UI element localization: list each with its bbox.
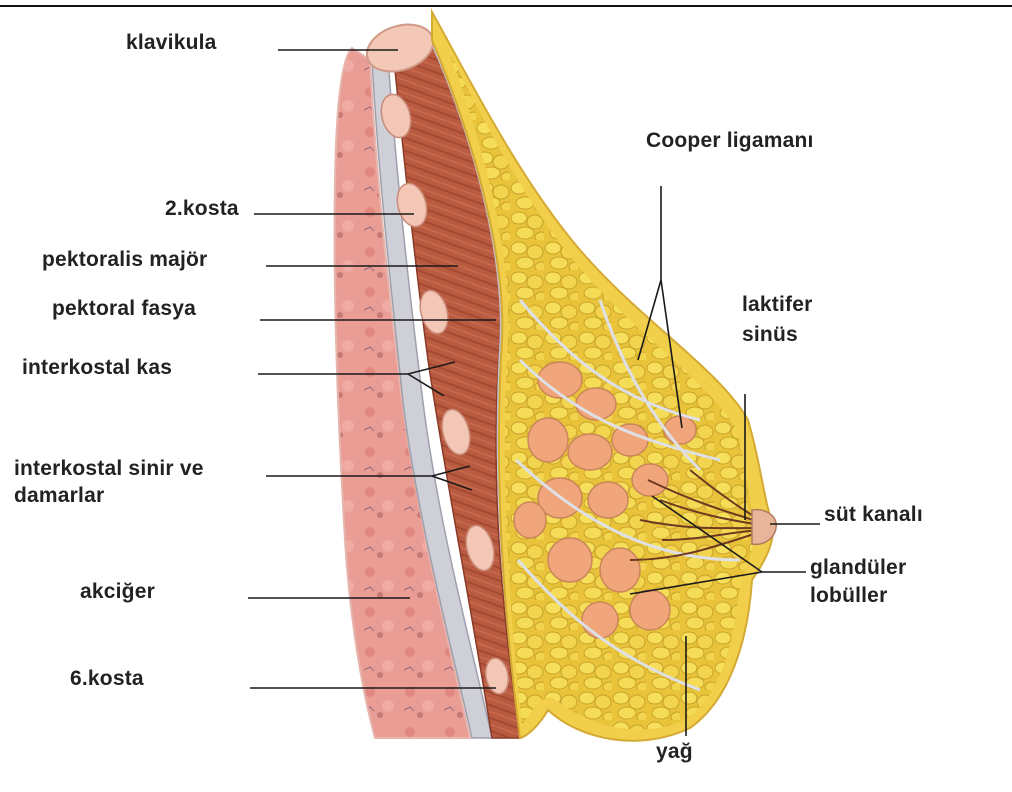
label-yag: yağ	[656, 739, 693, 764]
label-sut-kanali: süt kanalı	[824, 502, 923, 527]
label-laktifer-line1: laktifer	[742, 292, 812, 317]
label-cooper-ligamani: Cooper ligamanı	[646, 128, 814, 153]
lobule-ellipse	[600, 548, 640, 592]
lobule-ellipse	[514, 502, 546, 538]
label-6-kosta: 6.kosta	[70, 666, 144, 691]
label-interkostal-sinir-line1: interkostal sinir ve	[14, 456, 204, 481]
label-laktifer-line2: sinüs	[742, 322, 798, 347]
lobule-ellipse	[528, 418, 568, 462]
label-pektoralis-major: pektoralis majör	[42, 247, 207, 272]
label-glanduler-line2: lobüller	[810, 583, 887, 608]
label-glanduler-line1: glandüler	[810, 555, 906, 580]
lobule-ellipse	[582, 602, 618, 638]
label-pektoral-fasya: pektoral fasya	[52, 296, 196, 321]
lobule-ellipse	[588, 482, 628, 518]
lobule-ellipse	[548, 538, 592, 582]
label-interkostal-kas: interkostal kas	[22, 355, 172, 380]
lobule-ellipse	[630, 590, 670, 630]
lobule-ellipse	[664, 416, 696, 444]
label-interkostal-sinir-line2: damarlar	[14, 483, 104, 508]
lobule-ellipse	[568, 434, 612, 470]
label-klavikula: klavikula	[126, 30, 217, 55]
label-2-kosta: 2.kosta	[165, 196, 239, 221]
label-akciger: akciğer	[80, 579, 155, 604]
